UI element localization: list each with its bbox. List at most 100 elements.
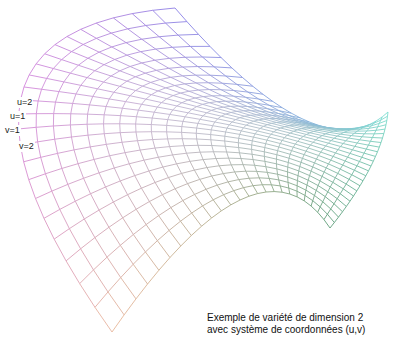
grid-line bbox=[303, 134, 306, 136]
grid-line bbox=[280, 116, 289, 117]
grid-line bbox=[280, 144, 293, 148]
grid-line bbox=[297, 186, 298, 191]
grid-line bbox=[333, 131, 344, 132]
grid-line bbox=[155, 58, 169, 60]
grid-line bbox=[276, 169, 278, 174]
grid-line bbox=[277, 128, 281, 130]
grid-line bbox=[87, 71, 95, 78]
grid-line bbox=[368, 145, 379, 147]
grid-line bbox=[217, 101, 226, 102]
grid-line bbox=[58, 150, 75, 153]
grid-line bbox=[386, 116, 388, 120]
grid-line bbox=[211, 108, 217, 110]
grid-line bbox=[330, 223, 334, 228]
grid-line bbox=[212, 174, 224, 176]
grid-line bbox=[211, 110, 225, 114]
grid-line bbox=[151, 82, 166, 87]
grid-line bbox=[331, 138, 334, 140]
grid-line bbox=[346, 184, 357, 191]
grid-line bbox=[202, 57, 214, 67]
grid-line bbox=[70, 114, 71, 125]
grid-line bbox=[334, 138, 346, 140]
grid-line bbox=[278, 174, 279, 180]
grid-line bbox=[336, 150, 338, 153]
grid-line bbox=[335, 178, 346, 184]
grid-line bbox=[183, 66, 198, 67]
grid-line bbox=[185, 56, 202, 57]
grid-line bbox=[54, 229, 69, 239]
grid-line bbox=[106, 142, 122, 144]
grid-line bbox=[314, 195, 322, 201]
grid-line bbox=[173, 153, 187, 155]
grid-line bbox=[340, 189, 343, 194]
grid-line bbox=[67, 29, 81, 36]
grid-line bbox=[243, 186, 253, 188]
grid-line bbox=[269, 178, 279, 180]
grid-line bbox=[135, 77, 150, 83]
grid-line bbox=[333, 182, 343, 189]
grid-line bbox=[182, 138, 196, 139]
grid-line bbox=[151, 80, 160, 83]
grid-line bbox=[346, 138, 349, 141]
grid-line bbox=[314, 130, 318, 131]
grid-line bbox=[198, 119, 200, 123]
grid-line bbox=[297, 176, 299, 181]
grid-line bbox=[366, 171, 369, 176]
coordinate-label: v=1 bbox=[4, 125, 21, 136]
grid-line bbox=[222, 83, 237, 84]
grid-line bbox=[226, 112, 231, 114]
grid-line bbox=[213, 126, 227, 128]
grid-line bbox=[196, 133, 210, 134]
grid-line bbox=[91, 194, 99, 210]
grid-line bbox=[74, 147, 90, 150]
grid-line bbox=[250, 121, 254, 123]
grid-line bbox=[224, 136, 225, 141]
grid-line bbox=[182, 121, 183, 126]
grid-line bbox=[328, 141, 331, 144]
grid-line bbox=[300, 136, 303, 138]
grid-line bbox=[294, 131, 307, 134]
grid-line bbox=[248, 92, 263, 94]
grid-line bbox=[146, 25, 159, 36]
grid-line bbox=[238, 143, 251, 145]
grid-line bbox=[73, 94, 76, 103]
grid-line bbox=[156, 70, 170, 77]
grid-line bbox=[104, 106, 106, 114]
grid-line bbox=[47, 69, 54, 79]
grid-line bbox=[130, 63, 142, 67]
grid-line bbox=[119, 124, 121, 133]
grid-line bbox=[302, 127, 307, 129]
grid-line bbox=[315, 159, 317, 163]
grid-line bbox=[110, 153, 125, 156]
grid-line bbox=[292, 151, 305, 155]
grid-line bbox=[41, 153, 58, 157]
grid-line bbox=[146, 225, 157, 241]
grid-line bbox=[114, 86, 120, 92]
grid-line bbox=[342, 129, 351, 130]
grid-line bbox=[289, 188, 290, 194]
grid-line bbox=[237, 110, 244, 112]
grid-line bbox=[360, 181, 363, 186]
grid-line bbox=[81, 29, 97, 38]
grid-line bbox=[370, 141, 381, 142]
grid-line bbox=[173, 155, 177, 164]
grid-line bbox=[87, 123, 103, 124]
grid-line bbox=[379, 143, 381, 148]
grid-line bbox=[243, 165, 246, 172]
grid-line bbox=[182, 127, 197, 128]
grid-line bbox=[311, 167, 313, 171]
grid-line bbox=[381, 117, 382, 120]
grid-line bbox=[234, 191, 240, 200]
grid-line bbox=[235, 171, 246, 173]
grid-line bbox=[233, 96, 245, 102]
grid-line bbox=[369, 166, 372, 171]
grid-line bbox=[143, 86, 158, 91]
grid-line bbox=[224, 141, 226, 146]
grid-line bbox=[96, 23, 111, 33]
grid-line bbox=[151, 118, 153, 125]
grid-line bbox=[120, 86, 136, 90]
grid-line bbox=[252, 145, 265, 148]
grid-line bbox=[322, 129, 333, 131]
grid-line bbox=[200, 176, 212, 179]
grid-line bbox=[84, 178, 91, 193]
